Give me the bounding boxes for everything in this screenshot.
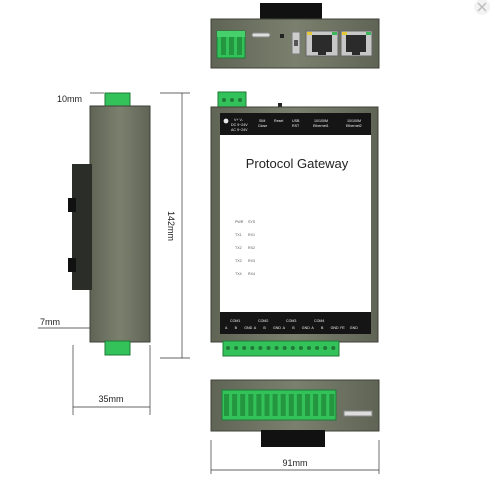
terminal-screw — [226, 346, 230, 350]
din-rail-clip-bottom — [261, 430, 325, 447]
terminal-slot — [321, 394, 327, 416]
svg-text:10/100M: 10/100M — [314, 119, 328, 123]
product-title: Protocol Gateway — [246, 156, 349, 171]
pin-label: A — [283, 326, 286, 330]
reset-hole — [280, 34, 284, 38]
svg-text:Ethernet2: Ethernet2 — [346, 124, 362, 128]
terminal-height-label: 10mm — [57, 94, 82, 104]
led-label: RX3 — [248, 259, 255, 263]
svg-text:Ethernet1: Ethernet1 — [313, 124, 329, 128]
terminal-screw — [258, 346, 263, 350]
front-bottom-terminal-block — [222, 340, 340, 357]
terminal-screw — [242, 346, 247, 350]
depth-label: 35mm — [98, 394, 123, 404]
terminal-slot — [288, 394, 294, 416]
side-terminal-bottom — [104, 340, 131, 356]
led-label: TX4 — [235, 272, 242, 276]
front-view: Protocol Gateway V+ V- DC 9~24V AC 9~24V… — [210, 91, 379, 357]
led-label: PWR — [235, 220, 244, 224]
pin-label: GND — [350, 326, 358, 330]
din-clip-side — [72, 164, 92, 290]
rail-offset-label: 7mm — [40, 317, 60, 327]
side-housing — [89, 105, 151, 343]
terminal-slot — [272, 394, 278, 416]
side-view: 10mm 142mm 7mm 35mm — [38, 92, 190, 415]
svg-text:Close: Close — [258, 124, 267, 128]
pin-label: B — [321, 326, 324, 330]
svg-text:AC 9~24V: AC 9~24V — [231, 128, 248, 132]
pin-label: B — [235, 326, 238, 330]
sim-slot — [251, 32, 271, 38]
pin-label: B — [263, 326, 266, 330]
side-terminal-top — [104, 92, 131, 108]
pin-label: B — [292, 326, 295, 330]
top-view — [210, 3, 380, 69]
pin-label: A — [225, 326, 228, 330]
led-label: RX2 — [248, 246, 255, 250]
pin-label: GND — [302, 326, 310, 330]
terminal-slot — [240, 394, 246, 416]
terminal-screw — [250, 346, 255, 350]
com-label: COM1 — [230, 319, 240, 323]
front-label-area — [220, 135, 371, 312]
terminal-slot — [305, 394, 310, 416]
ethernet-port-2 — [340, 30, 373, 57]
terminal-screw — [315, 346, 320, 350]
pin-label: A — [311, 326, 314, 330]
terminal-screw — [331, 346, 336, 350]
width-label: 91mm — [282, 458, 307, 468]
terminal-screw — [274, 346, 279, 350]
terminal-screw — [298, 346, 303, 350]
close-icon[interactable] — [474, 0, 490, 15]
svg-text:DC 9~24V: DC 9~24V — [231, 123, 248, 127]
terminal-slot — [264, 394, 270, 416]
led-label: RX1 — [248, 233, 255, 237]
svg-text:RST: RST — [292, 124, 300, 128]
svg-text:SIM: SIM — [259, 119, 265, 123]
terminal-slot — [313, 394, 319, 416]
bottom-view-terminal-block — [221, 389, 337, 421]
terminal-slot — [296, 394, 302, 416]
com-label: COM4 — [314, 319, 324, 323]
pin-label: GND — [244, 326, 252, 330]
terminal-screw — [266, 346, 271, 350]
svg-text:10/100M: 10/100M — [347, 119, 361, 123]
terminal-slot — [248, 394, 254, 416]
terminal-screw — [307, 346, 311, 350]
bottom-view: 91mm — [210, 379, 380, 474]
ethernet-port-1 — [305, 30, 339, 57]
com-label: COM2 — [258, 319, 268, 323]
svg-text:USB: USB — [292, 119, 300, 123]
pin-label: A — [254, 326, 257, 330]
led-label: TX3 — [235, 259, 242, 263]
top-port-labels: V+ V- DC 9~24V AC 9~24V SIM Close Reset … — [231, 118, 362, 132]
terminal-screw — [290, 346, 295, 350]
terminal-slot — [280, 394, 286, 416]
height-label: 142mm — [166, 211, 176, 241]
led-label: TX2 — [235, 246, 242, 250]
pin-label: GND — [331, 326, 339, 330]
terminal-screw — [323, 346, 328, 350]
terminal-slot — [329, 394, 335, 416]
led-label: RX4 — [248, 272, 255, 276]
com-label: COM3 — [286, 319, 296, 323]
pin-label: FE — [340, 326, 345, 330]
terminal-screw — [282, 346, 287, 350]
svg-text:V+ V-: V+ V- — [234, 118, 244, 122]
bottom-slot — [343, 410, 373, 417]
led-label: SYS — [248, 220, 256, 224]
terminal-screw — [234, 346, 239, 350]
terminal-slot — [232, 394, 238, 416]
svg-text:Reset: Reset — [274, 119, 283, 123]
led-label: TX1 — [235, 233, 242, 237]
pin-label: GND — [273, 326, 281, 330]
terminal-slot — [256, 394, 262, 416]
terminal-slot — [224, 394, 229, 416]
din-rail-clip-top — [260, 3, 322, 20]
